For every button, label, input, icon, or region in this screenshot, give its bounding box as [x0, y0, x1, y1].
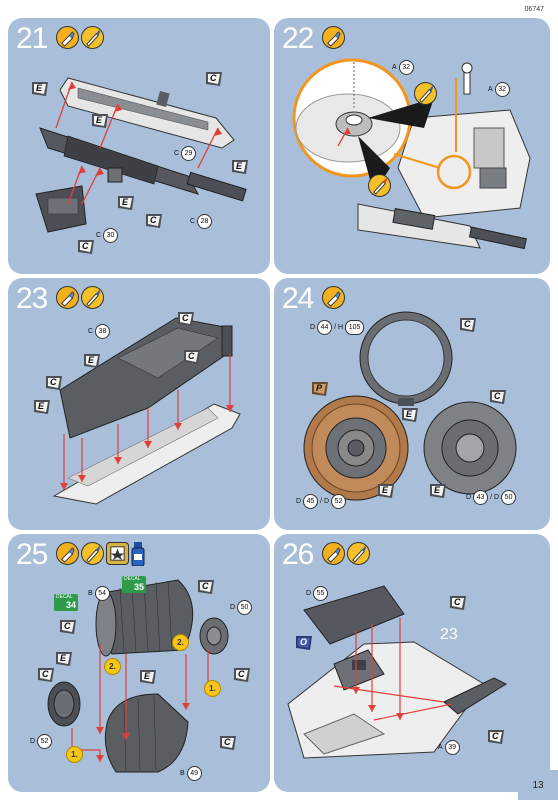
part-flag: C	[184, 350, 200, 364]
glue-icon	[322, 286, 345, 309]
paint-icon	[131, 542, 145, 566]
page-number: 13	[518, 770, 558, 800]
part-flag: E	[118, 196, 134, 210]
part-flag: C	[460, 318, 476, 332]
document-code: 06747	[524, 6, 544, 13]
glue-icon	[322, 26, 345, 49]
step-number: 23	[16, 282, 48, 315]
step-number: 25	[16, 538, 48, 571]
step-number: 22	[282, 22, 314, 55]
part-flag: E	[34, 400, 50, 414]
glue-icon	[322, 542, 345, 565]
step-21-illustration	[35, 77, 247, 233]
part-flag: C	[198, 580, 214, 594]
step-23-illustration	[52, 317, 241, 505]
glue-icon	[56, 542, 79, 565]
step-reference: 23	[440, 626, 458, 643]
part-flag: C	[146, 214, 162, 228]
sequence-marker: 1.	[66, 746, 83, 763]
part-flag: C	[178, 312, 194, 326]
decal-icon	[106, 542, 129, 565]
brush-icon	[81, 286, 104, 309]
sequence-marker: 2.	[104, 658, 121, 675]
part-flag: E	[92, 114, 108, 128]
brush-icon	[81, 542, 104, 565]
part-flag: C	[60, 620, 76, 634]
part-flag: C	[450, 596, 466, 610]
part-flag: C	[220, 736, 236, 750]
brush-icon	[368, 174, 391, 197]
part-flag: C	[490, 390, 506, 404]
step-number: 24	[282, 282, 314, 315]
glue-icon	[56, 26, 79, 49]
part-flag: O	[296, 636, 312, 650]
brush-icon	[81, 26, 104, 49]
step-24-illustration	[303, 311, 517, 501]
part-flag: E	[140, 670, 156, 684]
part-flag: P	[312, 382, 328, 396]
step-26-illustration	[287, 585, 508, 759]
brush-icon	[347, 542, 370, 565]
part-flag: E	[430, 484, 446, 498]
part-flag: C	[234, 668, 250, 682]
part-flag: C	[206, 72, 222, 86]
part-flag: C	[488, 730, 504, 744]
part-flag: E	[32, 82, 48, 96]
step-22-illustration	[292, 58, 531, 250]
part-flag: E	[232, 160, 248, 174]
step-number: 26	[282, 538, 314, 571]
part-flag: C	[46, 376, 62, 390]
step-number: 21	[16, 22, 48, 55]
step-25-illustration	[47, 579, 229, 773]
sequence-marker: 1.	[204, 680, 221, 697]
part-flag: C	[78, 240, 94, 254]
part-flag: E	[378, 484, 394, 498]
glue-icon	[56, 286, 79, 309]
brush-icon	[414, 82, 437, 105]
part-flag: E	[56, 652, 72, 666]
sequence-marker: 2.	[172, 634, 189, 651]
part-flag: C	[38, 668, 54, 682]
part-flag: E	[402, 408, 418, 422]
part-flag: E	[84, 354, 100, 368]
